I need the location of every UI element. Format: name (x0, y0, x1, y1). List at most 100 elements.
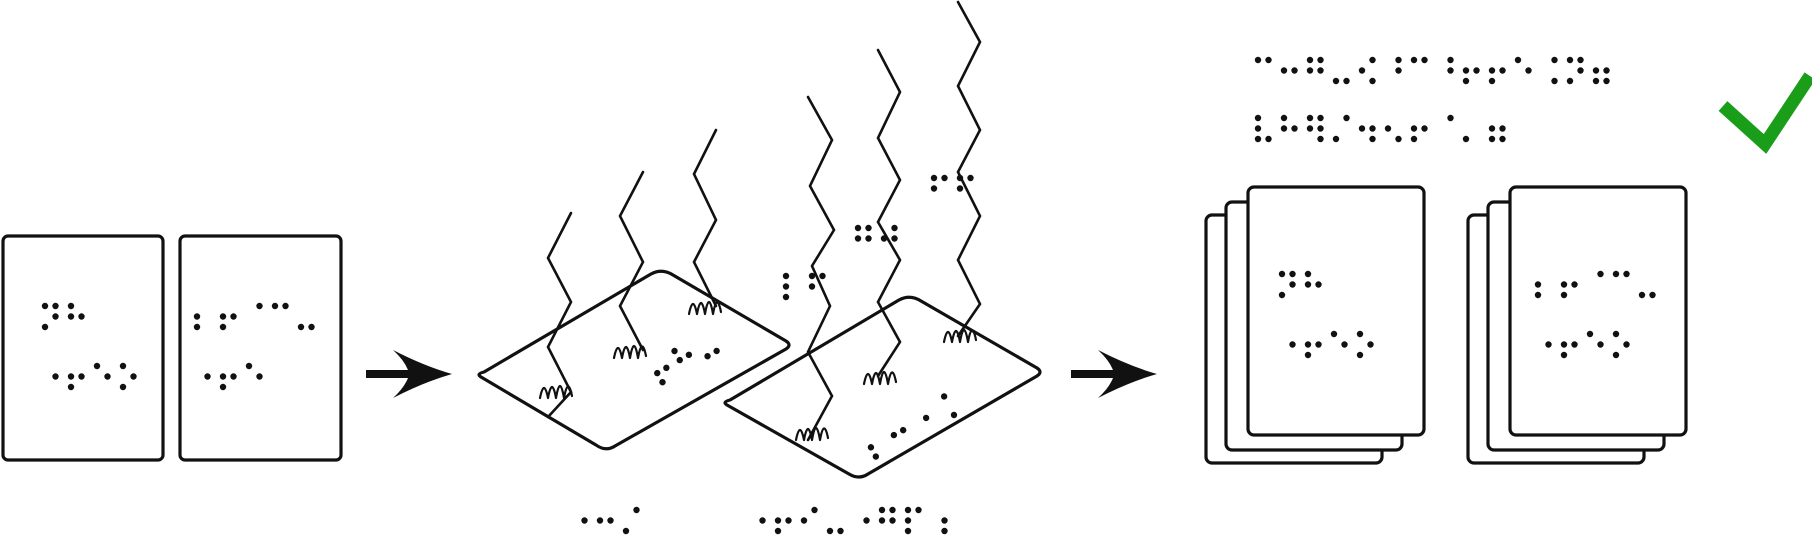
braille-dot (67, 302, 75, 310)
braille-dot (93, 362, 101, 370)
braille-dot (1358, 67, 1366, 74)
molecule-chain (876, 48, 902, 378)
card-stack-right (1466, 185, 1688, 465)
braille-dot (1369, 125, 1376, 132)
braille-dot (1278, 291, 1286, 299)
braille-dot (104, 373, 111, 380)
braille-dot (1395, 56, 1402, 64)
braille-dot (1395, 67, 1402, 74)
braille-dot (1304, 281, 1312, 288)
braille-dot (78, 373, 85, 380)
braille-dot (854, 235, 862, 242)
braille-dot (1592, 67, 1600, 74)
tile-left-braille (654, 347, 720, 386)
braille-dot (607, 517, 614, 524)
braille-dot (1384, 125, 1392, 132)
braille-dot (1291, 125, 1298, 132)
check-mark-icon (1718, 72, 1812, 154)
braille-dot (1577, 67, 1584, 74)
braille-dot (956, 174, 964, 182)
braille-dot (950, 411, 958, 419)
braille-dot (1341, 341, 1348, 348)
braille-dot (67, 313, 75, 320)
braille-dot (1317, 56, 1324, 64)
stacked-card (1508, 185, 1688, 437)
right-arrow-icon (1071, 350, 1157, 398)
braille-dot (889, 506, 896, 514)
braille-dot (922, 414, 930, 422)
braille-dot (256, 373, 263, 380)
braille-dot (940, 393, 948, 400)
braille-dot (685, 351, 693, 359)
stacked-card (1246, 185, 1426, 437)
braille-dot (1317, 135, 1324, 143)
braille-dot (1488, 125, 1496, 132)
braille-dot (1462, 77, 1470, 85)
braille-dot (219, 383, 227, 391)
braille-dot (1291, 67, 1298, 74)
braille-dot (863, 517, 870, 524)
braille-dot (1586, 330, 1594, 338)
braille-dot (872, 453, 880, 460)
braille-dot (930, 185, 938, 192)
braille-dot (1395, 135, 1402, 143)
braille-dot (1356, 351, 1364, 359)
squiggle-group (794, 426, 830, 442)
braille-dot (1571, 341, 1578, 348)
braille-dot (808, 283, 816, 290)
surface-tile-right (723, 295, 1042, 479)
braille-dot (1343, 114, 1350, 122)
braille-dot (1525, 67, 1532, 74)
braille-dot (1447, 56, 1454, 64)
braille-dot (1551, 56, 1558, 64)
braille-dot (1332, 135, 1340, 143)
squiggle-group (687, 300, 723, 316)
braille-stack-1-line-2 (1289, 330, 1374, 359)
card-stack-left (1204, 185, 1426, 465)
braille-dot (1597, 341, 1604, 348)
braille-dot (1306, 67, 1314, 74)
braille-dot (904, 517, 912, 524)
braille-dot (1462, 67, 1470, 74)
braille-stack-2-line-1 (1534, 270, 1656, 299)
squiggle-group (538, 384, 574, 400)
braille-dot (596, 517, 604, 524)
braille-dot (1369, 135, 1376, 143)
braille-dot (1571, 281, 1578, 288)
braille-dot (904, 506, 912, 514)
braille-dot (1317, 125, 1324, 132)
braille-dot (808, 272, 816, 280)
braille-stack-1-line-1 (1278, 270, 1322, 299)
braille-dot (1551, 77, 1558, 85)
braille-dot (800, 517, 808, 524)
braille-dot (774, 527, 782, 535)
braille-dot (1410, 56, 1418, 64)
braille-dot (308, 323, 315, 331)
braille-dot (1410, 135, 1418, 143)
braille-dot (1592, 77, 1600, 85)
braille-dot (1317, 114, 1324, 122)
braille-dot (676, 356, 683, 364)
braille-caption-1 (581, 506, 640, 535)
braille-dot (1289, 341, 1296, 348)
braille-dot (52, 313, 59, 320)
braille-dot (219, 373, 227, 380)
braille-dot (219, 323, 227, 331)
molecule-chain (618, 170, 645, 352)
braille-dot (854, 224, 862, 232)
input-cards (1, 234, 343, 462)
braille-dot (1514, 56, 1522, 64)
braille-dot (782, 272, 790, 280)
braille-dot (1304, 351, 1312, 359)
braille-dot (256, 302, 263, 310)
braille-dot (119, 383, 127, 391)
braille-dot (889, 517, 896, 524)
braille-dot (1473, 67, 1480, 74)
molecule-chain (546, 211, 573, 419)
braille-dot (1254, 114, 1262, 122)
braille-dot (193, 323, 201, 331)
braille-dot (1499, 125, 1506, 132)
braille-dot (1603, 67, 1610, 74)
braille-dot (663, 364, 670, 372)
braille-dot (1317, 67, 1324, 74)
